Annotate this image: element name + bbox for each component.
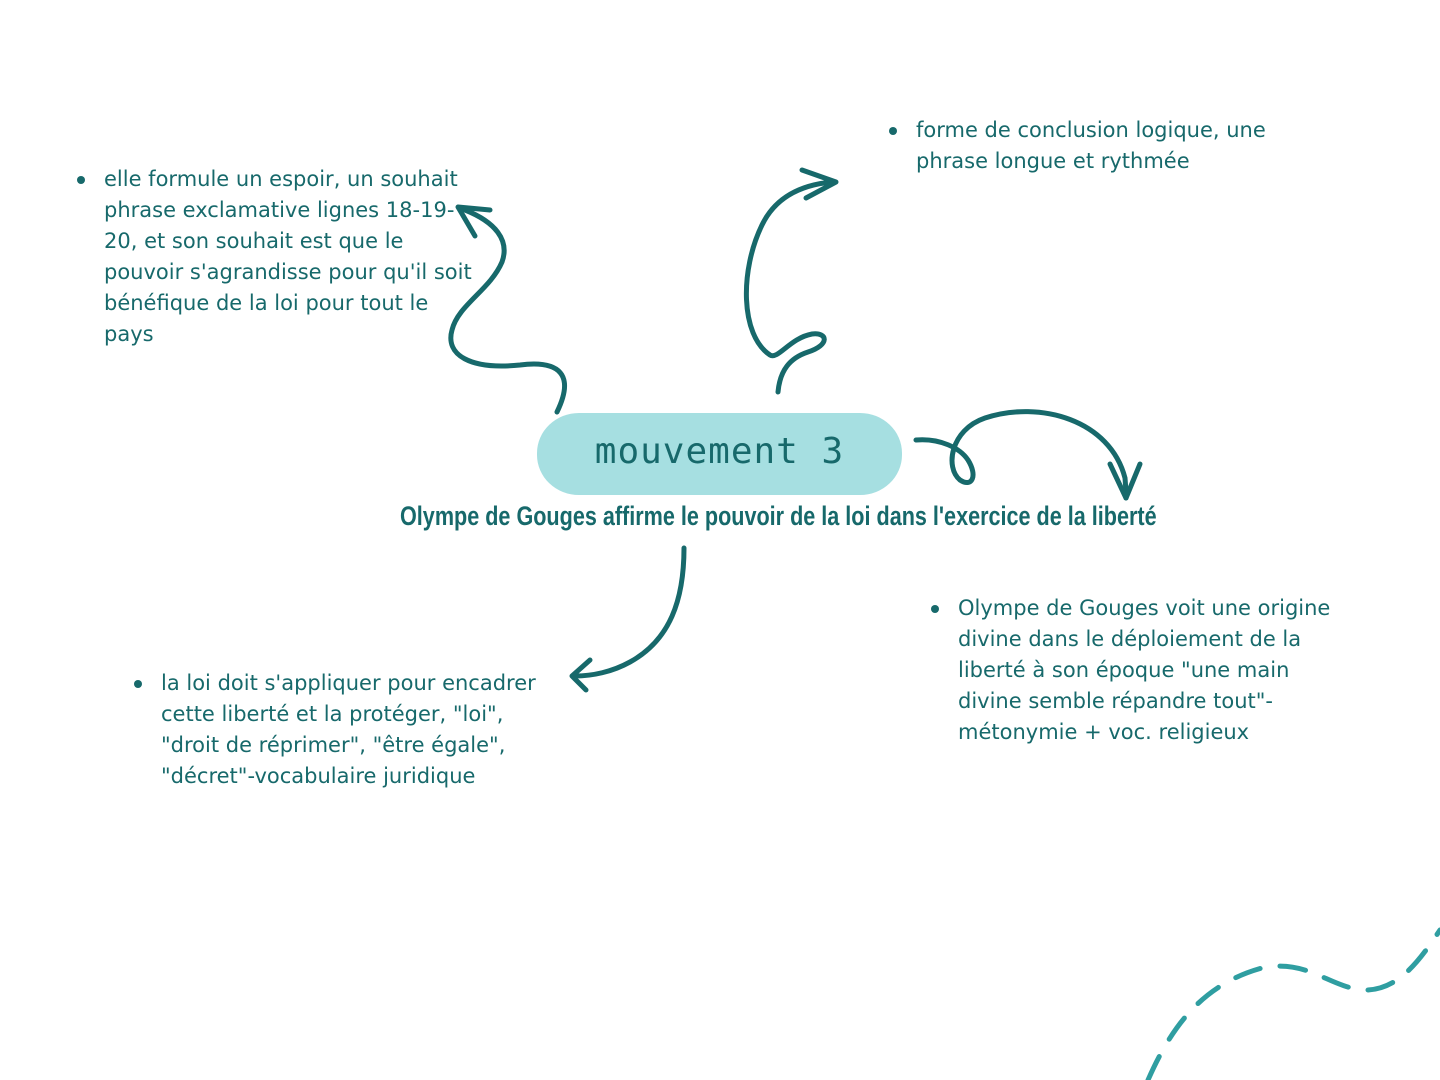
wavy-arrow-icon bbox=[448, 204, 568, 415]
note-bottom-right: Olympe de Gouges voit une origine divine… bbox=[930, 593, 1358, 748]
note-bottom-right-text: Olympe de Gouges voit une origine divine… bbox=[931, 593, 1358, 748]
central-topic-pill: mouvement 3 bbox=[537, 413, 902, 495]
note-top-left-text: elle formule un espoir, un souhait phras… bbox=[77, 164, 484, 350]
loop-arrow-icon bbox=[743, 167, 839, 395]
note-top-left: elle formule un espoir, un souhait phras… bbox=[76, 164, 484, 350]
curved-arrow-icon bbox=[569, 545, 687, 693]
dashed-curve-decoration bbox=[1145, 927, 1440, 1080]
note-top-right: forme de conclusion logique, une phrase … bbox=[888, 115, 1336, 177]
curved-arrow-icon bbox=[913, 409, 1143, 501]
central-topic-label: mouvement 3 bbox=[594, 430, 845, 472]
central-topic-subtitle: Olympe de Gouges affirme le pouvoir de l… bbox=[400, 501, 1157, 531]
note-bottom-left-text: la loi doit s'appliquer pour encadrer ce… bbox=[134, 668, 561, 792]
note-bottom-left: la loi doit s'appliquer pour encadrer ce… bbox=[133, 668, 561, 792]
note-top-right-text: forme de conclusion logique, une phrase … bbox=[889, 115, 1336, 177]
